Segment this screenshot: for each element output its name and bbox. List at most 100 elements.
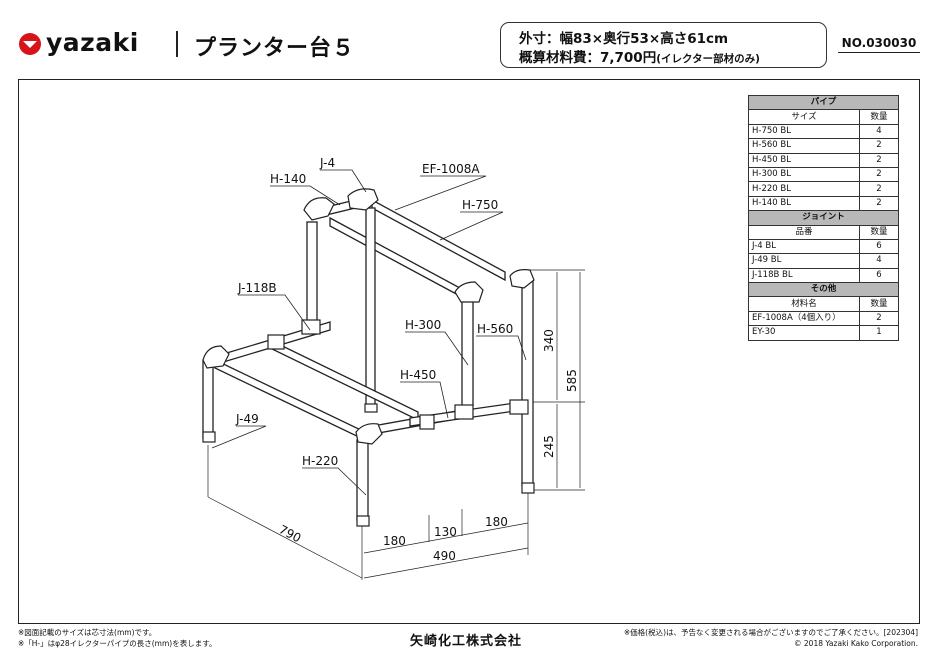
spec-cost-note: (イレクター部材のみ) [656, 53, 760, 65]
spec-cost-line: 概算材料費：7,700円(イレクター部材のみ) [519, 46, 760, 66]
joint-j49-back [521, 482, 535, 494]
pipe-h750-lower-left [214, 358, 366, 442]
page-title: プランター台５ [194, 36, 356, 61]
pipe-left-front-post [202, 359, 214, 439]
joint-j4-top-left [303, 197, 335, 221]
yazaki-logo: yazaki [18, 28, 168, 60]
pipe-qty: 2 [859, 181, 899, 197]
pipe-col-qty: 数量 [859, 109, 899, 125]
other-qty: 1 [859, 325, 899, 341]
dim-180-right: 180 [485, 515, 508, 529]
pipe-col-size: サイズ [748, 109, 860, 125]
spec-cost: 概算材料費：7,700円 [519, 50, 657, 66]
pipe-name: H-450 BL [748, 152, 860, 168]
dim-180-left: 180 [383, 534, 406, 548]
joint-j4-lower-front [355, 423, 383, 445]
joint-j4-right [454, 281, 484, 303]
pipe-qty: 4 [859, 123, 899, 140]
label-h300: H-300 [405, 318, 441, 332]
part-labels: J-4 H-140 EF-1008A H-750 J-118B H-300 H-… [235, 156, 513, 468]
pipe-name: H-140 BL [748, 195, 860, 212]
pipe-qty: 2 [859, 195, 899, 212]
joint-qty: 4 [859, 253, 899, 269]
joint-name: J-4 BL [748, 238, 860, 255]
pipe-h220 [356, 439, 369, 521]
joint-name: J-118B BL [748, 267, 860, 284]
other-name: EF-1008A（4個入り） [748, 310, 860, 327]
label-h140: H-140 [270, 172, 306, 186]
label-h750: H-750 [462, 198, 498, 212]
label-j4: J-4 [319, 156, 335, 170]
joint-j49-mid [364, 403, 378, 413]
dim-585: 585 [565, 369, 579, 392]
pipe-h300-left [306, 221, 318, 323]
pipe-name: H-560 BL [748, 138, 860, 154]
header-divider [176, 31, 178, 57]
table-row: EF-1008A（4個入り）2 [748, 310, 899, 327]
label-j49: J-49 [235, 412, 259, 426]
joint-j4-right-back [509, 269, 535, 289]
other-col-name: 材料名 [748, 296, 860, 312]
label-ef1008a: EF-1008A [422, 162, 480, 176]
pipe-qty: 2 [859, 152, 899, 168]
pipe-name: H-300 BL [748, 166, 860, 183]
label-h450: H-450 [400, 368, 436, 382]
dim-790: 790 [277, 522, 304, 545]
spec-size: 外寸：幅83×奥行53×高さ61cm [519, 31, 729, 47]
document-number: NO.030030 [838, 36, 920, 53]
pipe-name: H-220 BL [748, 181, 860, 197]
pipe-h750-lower-right [269, 338, 419, 422]
other-section-heading: その他 [748, 282, 899, 298]
joint-qty: 6 [859, 238, 899, 255]
joint-j4-lower-left [202, 345, 230, 369]
footer-note-1: ※図面記載のサイズは芯寸法(mm)です。 [18, 628, 157, 637]
drawing-frame [18, 79, 920, 624]
pipe-h560 [521, 279, 534, 486]
other-name: EY-30 [748, 325, 860, 341]
dim-340: 340 [542, 329, 556, 352]
joint-j118b-back [454, 404, 474, 420]
joint-j118b-mid [267, 334, 285, 350]
dim-490: 490 [433, 549, 456, 563]
pipe-h750-upper-left [329, 216, 461, 298]
price-note: ※価格(税込)は、予告なく変更される場合がございますのでご了承ください。[202… [623, 628, 918, 637]
dimension-lines [207, 269, 585, 580]
pipe-name: H-750 BL [748, 123, 860, 140]
joint-j118b-right [509, 399, 529, 415]
joint-col-qty: 数量 [859, 224, 899, 240]
copyright: © 2018 Yazaki Kako Corporation. [794, 639, 918, 648]
leader-lines [211, 169, 527, 496]
joint-qty: 6 [859, 267, 899, 284]
joint-j118b-front [419, 414, 435, 430]
pipe-qty: 2 [859, 138, 899, 154]
footer-notes: ※図面記載のサイズは芯寸法(mm)です。 ※「H-」はφ28イレクターパイプの長… [18, 627, 216, 649]
label-j118b: J-118B [237, 281, 277, 295]
company-name: 矢崎化工株式会社 [410, 634, 523, 649]
footer-note-2: ※「H-」はφ28イレクターパイプの長さ(mm)を表します。 [18, 639, 217, 648]
pipe-section-heading: パイプ [748, 94, 899, 111]
joints [202, 188, 535, 527]
pipe-h300-right [461, 295, 474, 407]
other-qty: 2 [859, 310, 899, 327]
joint-section-heading: ジョイント [748, 210, 899, 226]
spec-box: 外寸：幅83×奥行53×高さ61cm 概算材料費：7,700円(イレクター部材の… [500, 22, 827, 68]
dim-245: 245 [542, 435, 556, 458]
pipe-back-left-post [365, 207, 376, 409]
brand-name: yazaki [46, 28, 139, 57]
joint-name: J-49 BL [748, 253, 860, 269]
yazaki-logo-mark-icon [19, 33, 41, 55]
joint-j4-top-center [347, 188, 379, 211]
dim-130: 130 [434, 525, 457, 539]
joint-j49-left [202, 431, 216, 443]
